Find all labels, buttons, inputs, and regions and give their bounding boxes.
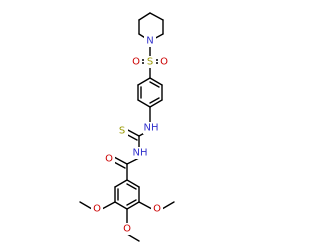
atom-s-sulfonyl: S <box>147 57 153 68</box>
atom-s-thiourea: S <box>119 126 125 137</box>
atom-o-methoxy-left: O <box>93 204 101 215</box>
atom-nh-aniline: NH <box>144 123 159 134</box>
bond <box>137 99 151 108</box>
bond <box>149 97 160 104</box>
bond <box>79 201 93 210</box>
bond <box>101 201 116 210</box>
atom-n-piperidine: N <box>146 36 153 47</box>
atom-nh-amide: NH <box>133 148 148 159</box>
bond <box>114 179 128 188</box>
bond <box>125 128 140 137</box>
bond <box>114 201 128 210</box>
bond <box>126 179 140 188</box>
bond <box>138 12 151 21</box>
atom-o-sulfonyl-right: O <box>160 57 168 68</box>
bond <box>126 183 137 190</box>
bond <box>126 233 140 242</box>
bond <box>138 201 153 210</box>
atom-o-methoxy-right: O <box>153 204 161 215</box>
atom-labels: N S O O NH S NH O O O O <box>91 35 170 235</box>
atom-o-carbonyl: O <box>105 154 113 165</box>
bond <box>113 156 128 165</box>
bond <box>149 77 163 86</box>
atom-o-methoxy-bottom: O <box>123 224 131 235</box>
bond <box>149 12 164 21</box>
bond <box>126 199 137 206</box>
bond <box>126 201 140 210</box>
bond <box>149 81 160 88</box>
molecule-diagram: N S O O NH S NH O O O O <box>79 12 175 242</box>
bond <box>161 201 175 210</box>
atom-o-sulfonyl-left: O <box>132 57 140 68</box>
bond <box>149 99 163 108</box>
chemical-structure: N S O O NH S NH O O O O <box>79 12 175 242</box>
bond <box>137 77 151 86</box>
